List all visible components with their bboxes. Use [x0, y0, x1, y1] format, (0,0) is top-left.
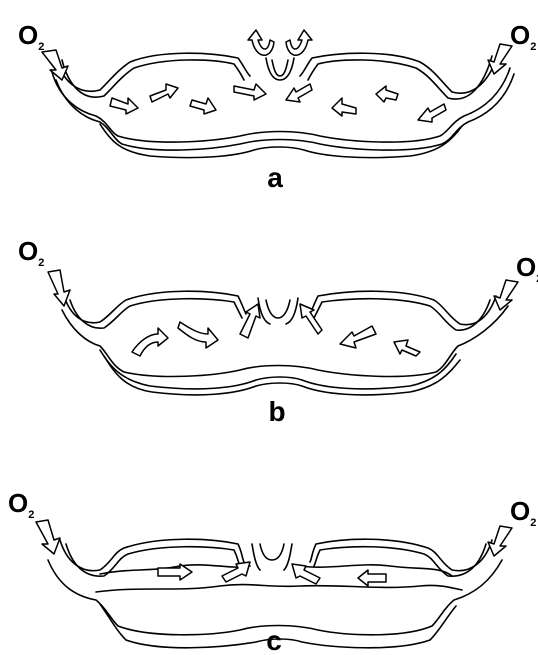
flow-arrow-icon — [340, 326, 376, 348]
panel-c-flow-arrows — [36, 520, 512, 586]
panel-a: O2 O2 — [18, 20, 536, 193]
flow-arrow-icon — [190, 98, 216, 114]
oxygen-inflow-arrow-icon — [494, 280, 518, 310]
panel-b-left-o2: O2 — [18, 236, 44, 269]
flow-arrow-icon — [376, 86, 398, 102]
panel-b-label: b — [268, 396, 285, 427]
flow-arrow-icon — [222, 562, 250, 582]
flow-arrow-icon — [358, 570, 386, 586]
panel-a-label: a — [267, 162, 283, 193]
flow-arrow-icon — [234, 84, 266, 100]
flow-arrow-icon — [394, 340, 420, 356]
flow-arrow-icon — [178, 322, 218, 348]
flow-arrow-icon — [150, 84, 178, 102]
panel-c-label: c — [266, 625, 282, 655]
panel-b-right-o2: O2 — [516, 252, 538, 285]
flow-arrow-icon — [286, 84, 312, 102]
oxygen-inflow-arrow-icon — [36, 520, 60, 554]
curled-outflow-arrow-icon — [248, 30, 274, 55]
oxygen-inflow-arrow-icon — [48, 270, 70, 306]
flow-arrow-icon — [110, 98, 138, 114]
panel-c-right-o2: O2 — [510, 496, 536, 529]
panel-c-left-o2: O2 — [8, 488, 34, 521]
panel-b-body-outline — [62, 291, 508, 395]
panel-b: O2 O2 b — [18, 236, 538, 427]
curled-outflow-arrow-icon — [286, 30, 312, 55]
panel-a-right-o2: O2 — [510, 20, 536, 53]
flow-arrow-icon — [332, 98, 356, 116]
panel-a-left-o2: O2 — [18, 20, 44, 53]
flow-arrow-icon — [418, 104, 446, 122]
flow-arrow-icon — [132, 328, 168, 356]
panel-c: O2 O2 c — [8, 488, 536, 655]
